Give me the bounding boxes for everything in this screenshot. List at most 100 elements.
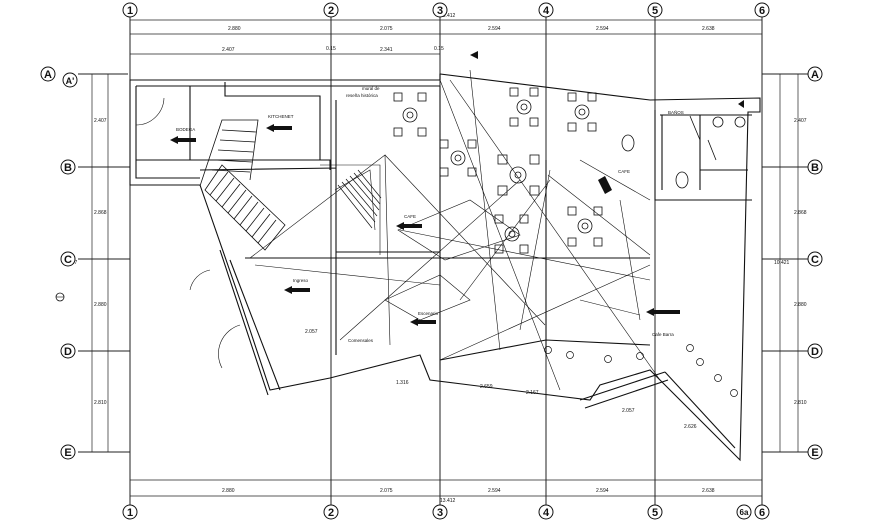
- dim-text: 0.15: [434, 46, 444, 52]
- grid-bubble: E: [60, 444, 76, 460]
- grid-bubble: 2: [323, 504, 339, 520]
- level-markers: [170, 51, 744, 326]
- grid-bubble: E: [807, 444, 823, 460]
- room-label-cafe: CAFE: [618, 169, 630, 174]
- table-set: [439, 139, 477, 177]
- room-label-ingreso: Ingreso: [293, 278, 309, 283]
- bathroom-fixtures: [621, 115, 746, 189]
- grid-bubbles-top: 1 2 3 4 5 6: [122, 2, 770, 18]
- table-set: [393, 92, 427, 137]
- svg-text:C: C: [64, 254, 72, 266]
- grid-bubble: 1: [122, 2, 138, 18]
- dim-text: 2.810: [794, 400, 807, 406]
- stairs: [199, 119, 286, 251]
- grid-bubble: 6: [754, 2, 770, 18]
- dim-text: 2.341: [380, 47, 393, 53]
- grid-bubbles-bottom: 1 2 3 4 5 6a 6: [122, 504, 770, 520]
- svg-text:E: E: [64, 447, 71, 459]
- grid-bubble: D: [807, 343, 823, 359]
- dim-text: 2.594: [488, 488, 501, 494]
- svg-text:1: 1: [127, 5, 133, 17]
- cafe-tables: [393, 87, 603, 254]
- grid-bubble: 4: [538, 504, 554, 520]
- level-marker-icon: [410, 318, 418, 326]
- grid-bubbles-left: A A' B C D E: [40, 66, 78, 460]
- grid-bubble: B: [60, 159, 76, 175]
- dim-text: 2.594: [596, 26, 609, 32]
- svg-text:6a: 6a: [740, 508, 749, 517]
- dim-text: 2.407: [94, 118, 107, 124]
- level-marker-icon: [266, 124, 274, 132]
- svg-text:A: A: [44, 69, 52, 81]
- dim-text: 2.868: [794, 210, 807, 216]
- table-set: [497, 154, 540, 196]
- svg-text:2: 2: [328, 5, 334, 17]
- grid-bubble: A: [40, 66, 56, 82]
- svg-text:3: 3: [437, 5, 443, 17]
- dim-text: 2.594: [488, 26, 501, 32]
- table-set: [567, 206, 603, 247]
- dim-text: 2.407: [222, 47, 235, 53]
- grid-bubble: 4: [538, 2, 554, 18]
- svg-text:6: 6: [759, 507, 765, 519]
- toilet-icon: [621, 134, 635, 152]
- dim-text: 13.412: [440, 13, 456, 19]
- level-marker-icon: [170, 136, 178, 144]
- grid-bubble: A': [62, 72, 78, 88]
- dim-text: 0.15: [326, 46, 336, 52]
- svg-text:B: B: [811, 162, 819, 174]
- level-marker-icon: [646, 308, 654, 316]
- dim-text: 2.638: [702, 26, 715, 32]
- room-label-cafe: CAFE: [404, 214, 416, 219]
- dim-text: 2.057: [622, 408, 635, 414]
- room-label-mural: reseña histórica: [346, 93, 378, 98]
- dim-text: 2.880: [794, 302, 807, 308]
- svg-text:4: 4: [543, 507, 550, 519]
- entrance-doors: [135, 97, 241, 369]
- table-set: [494, 214, 529, 254]
- sink-icon: [734, 116, 746, 128]
- design-lines: [249, 69, 661, 391]
- dim-text: 2.880: [222, 488, 235, 494]
- level-marker-icon: [738, 100, 744, 108]
- level-marker-icon: [396, 222, 404, 230]
- plan-dimensions: 1.316 2.659 2.167 2.057 2.626 2.057: [305, 329, 697, 430]
- toilet-icon: [675, 171, 689, 189]
- dim-text: 2.638: [702, 488, 715, 494]
- ramp-hatch: [337, 169, 382, 229]
- svg-text:3: 3: [437, 507, 443, 519]
- grid-bubble: A: [807, 66, 823, 82]
- svg-text:1: 1: [127, 507, 133, 519]
- section-marker-icon: [55, 292, 65, 302]
- grid-bubble: 6: [754, 504, 770, 520]
- grid-bubbles-right: A B C D E: [807, 66, 823, 460]
- bar-stools: [544, 344, 738, 397]
- svg-text:2: 2: [328, 507, 334, 519]
- dim-text: 2.075: [380, 488, 393, 494]
- sink-icon: [712, 116, 724, 128]
- dim-text: 2.868: [94, 210, 107, 216]
- grid-bubble: 5: [647, 2, 663, 18]
- svg-text:E: E: [811, 447, 818, 459]
- dim-text: 2.810: [94, 400, 107, 406]
- room-label-banos: BAÑOS: [668, 109, 684, 115]
- grid-bubble: C: [60, 251, 76, 267]
- table-set: [509, 87, 539, 127]
- dim-text: 2.626: [684, 424, 697, 430]
- room-label-escenario: Escenario: [418, 311, 439, 316]
- room-label-mural: mural de: [362, 86, 380, 91]
- svg-text:5: 5: [652, 5, 658, 17]
- level-marker-icon: [284, 286, 292, 294]
- top-dimensions: 2.880 2.075 2.594 2.594 2.638 2.407 0.15…: [222, 13, 715, 53]
- right-dimensions: 2.407 2.868 2.880 2.810 10.421: [774, 118, 807, 406]
- level-marker-icon: [598, 176, 612, 194]
- grid-bubble: D: [60, 343, 76, 359]
- svg-text:6: 6: [759, 5, 765, 17]
- room-label-cafe-barra: Cafe Barra: [652, 332, 674, 337]
- dim-text: 2.407: [794, 118, 807, 124]
- dim-text: 2.880: [94, 302, 107, 308]
- grid-bubble: 2: [323, 2, 339, 18]
- grid-bubble: 1: [122, 504, 138, 520]
- grid-bubble: B: [807, 159, 823, 175]
